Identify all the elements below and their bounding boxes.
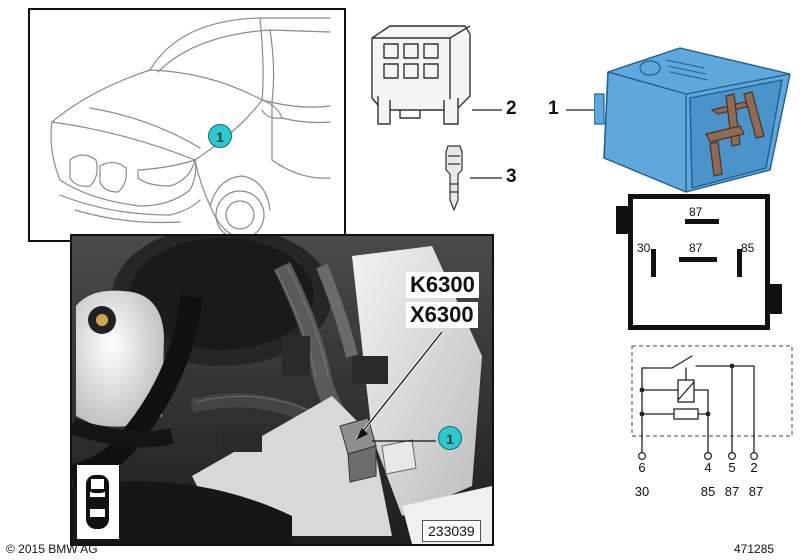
location-badge-car: 1 [208,124,232,148]
circuit-pin-number: 6 [638,460,646,475]
relay-pin-diagram: 87 30 87 85 [628,194,770,330]
socket-notch-left [616,206,628,234]
pin-center-label: 87 [689,241,703,255]
relay-code-label: K6300 [406,272,479,298]
circuit-pin-number: 4 [704,460,712,475]
relay-illustration [594,47,791,193]
photo-leader-line [354,331,444,442]
connector-code-label: X6300 [406,302,478,328]
pin-top-label: 87 [689,205,703,219]
terminal-illustration [445,145,463,211]
socket-housing-illustration [371,25,471,125]
circuit-terminal-name: 87 [748,484,764,499]
pin-left-label: 30 [637,241,651,255]
engine-bay-scene [72,236,492,544]
pin-right-label: 85 [741,241,755,255]
copyright-text: © 2015 BMW AG [6,542,98,556]
car-orientation-icon [76,464,120,540]
circuit-pin-number: 2 [750,460,758,475]
relay-circuit-schematic [631,345,793,460]
photo-image-number: 233039 [422,520,481,542]
car-front-illustration [50,17,331,240]
car-overview-panel: 1 [28,8,346,242]
location-badge-photo: 1 [438,426,462,450]
callout-terminal: 3 [506,166,517,187]
diagram-number: 471285 [734,542,775,556]
circuit-terminal-name: 87 [724,484,740,499]
circuit-terminal-name: 30 [634,484,650,499]
callout-socket-housing: 2 [506,98,517,119]
relay-pin-slots [651,219,742,277]
callout-relay: 1 [548,98,559,119]
circuit-pin-number: 5 [728,460,736,475]
circuit-terminal-name: 85 [700,484,716,499]
socket-notch-right [770,284,782,314]
